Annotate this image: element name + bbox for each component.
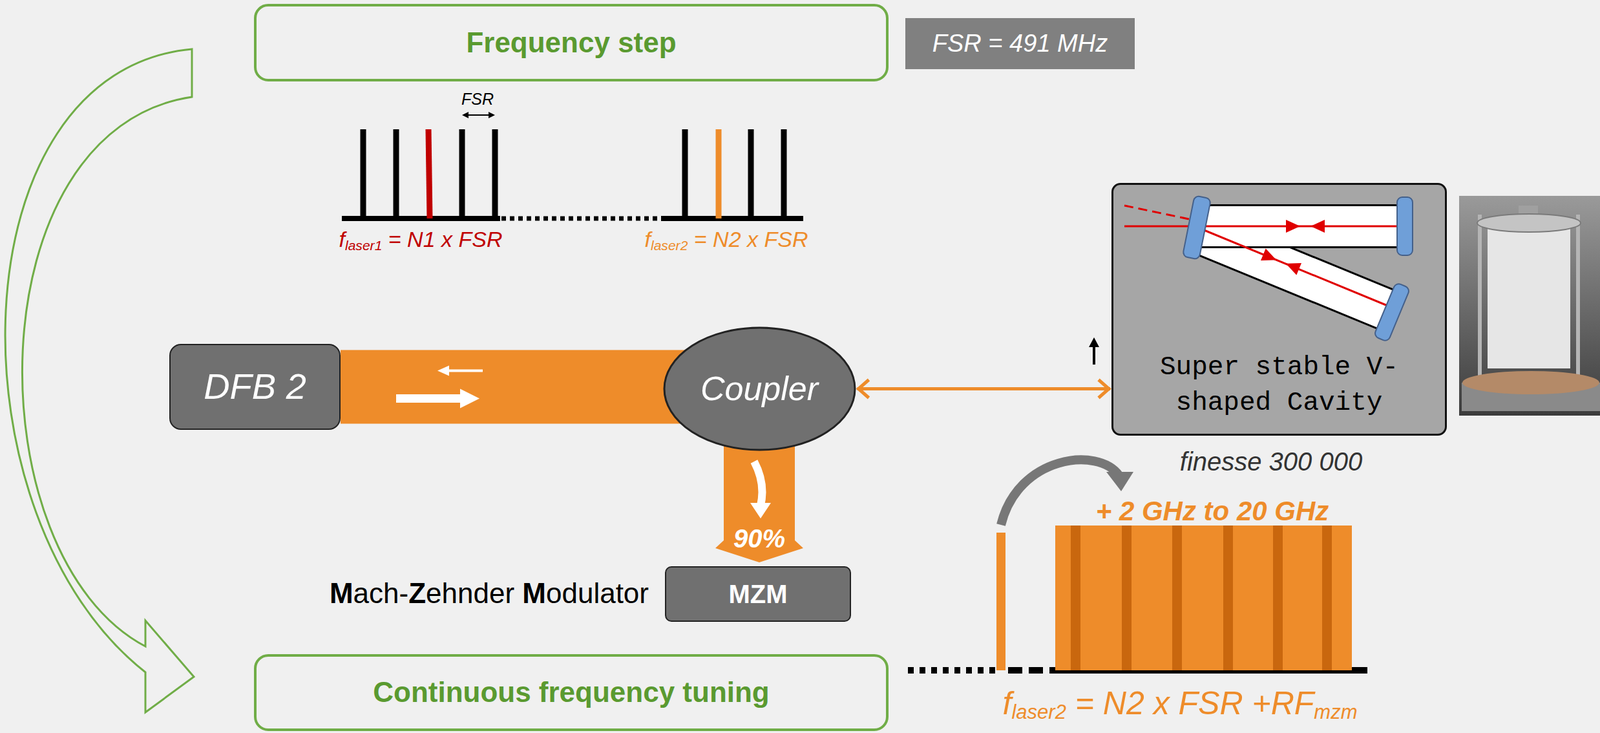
text-label: flaser2 = N2 x FSR bbox=[644, 228, 809, 253]
node-text: DFB 2 bbox=[203, 365, 307, 408]
text-label: + 2 GHz to 20 GHz bbox=[1095, 497, 1330, 525]
node-text: Frequency step bbox=[465, 26, 676, 60]
value-box: FSR = 491 MHz bbox=[905, 18, 1135, 70]
initial-letter: Z bbox=[408, 577, 426, 609]
node-text: Super stable V-shaped Cavity bbox=[1140, 349, 1419, 421]
step-box: Frequency step bbox=[253, 3, 889, 82]
subscript: laser2 bbox=[1011, 700, 1066, 724]
tuning-box: Continuous frequency tuning bbox=[253, 653, 889, 731]
text-label: FSR bbox=[461, 91, 494, 108]
subscript: mzm bbox=[1313, 700, 1358, 724]
small-up-arrow bbox=[1088, 337, 1100, 365]
comb-spectrum-2 bbox=[661, 129, 804, 219]
coupler-ellipse: Coupler bbox=[663, 326, 857, 452]
subscript: laser1 bbox=[345, 237, 382, 253]
line-connector bbox=[857, 379, 1111, 399]
comb-spectrum-1 bbox=[341, 129, 501, 219]
node-text: Continuous frequency tuning bbox=[372, 675, 770, 709]
edge-label: 90% bbox=[733, 525, 786, 552]
text-label: Mach-Zehnder Modulator bbox=[329, 578, 649, 608]
node-text: Coupler bbox=[700, 369, 819, 409]
text-label: finesse 300 000 bbox=[1179, 448, 1363, 475]
crescent-connector bbox=[5, 49, 194, 713]
text-label: flaser1 = N1 x FSR bbox=[339, 228, 503, 253]
dotted-axis bbox=[501, 216, 662, 222]
modulator-box: MZM bbox=[664, 566, 852, 622]
cavity-box: Super stable V-shaped Cavity bbox=[1111, 182, 1447, 436]
initial-letter: M bbox=[522, 577, 547, 609]
laser-box: DFB 2 bbox=[169, 343, 341, 430]
text-label: flaser2 = N2 x FSR +RFmzm bbox=[1002, 686, 1358, 722]
node-text: FSR = 491 MHz bbox=[932, 29, 1108, 59]
tuned-spectrum bbox=[907, 525, 1368, 671]
fsr-dimension-arrow bbox=[462, 111, 495, 119]
node-text: MZM bbox=[728, 578, 788, 609]
subscript: laser2 bbox=[650, 237, 688, 253]
initial-letter: M bbox=[329, 577, 354, 609]
cavity-photo bbox=[1459, 195, 1600, 416]
